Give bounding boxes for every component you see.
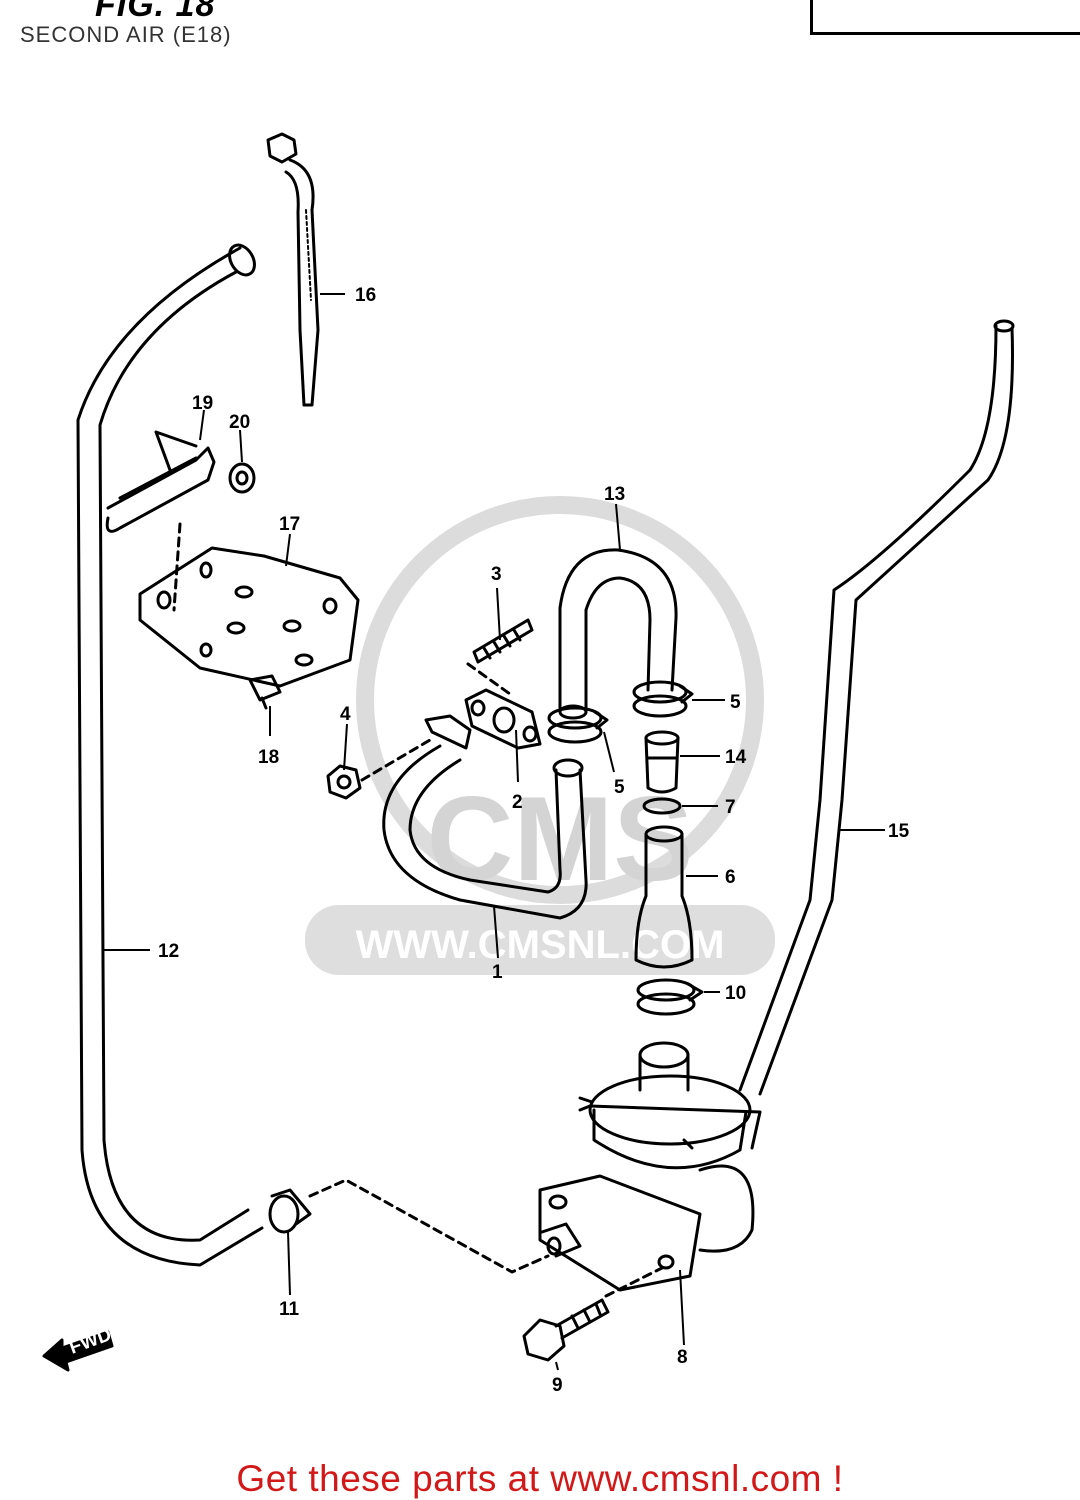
part-5-clamp-upper <box>632 680 694 718</box>
part-17-plate <box>138 522 360 688</box>
callout-14: 14 <box>725 747 747 768</box>
part-13-hose <box>558 548 678 720</box>
part-8-reed-valve <box>538 1041 762 1292</box>
part-6-hose <box>634 825 694 969</box>
part-20-washer <box>228 462 256 494</box>
part-12-hose <box>76 243 264 1267</box>
part-2-gasket <box>464 688 542 750</box>
front-direction-arrow <box>42 1330 114 1372</box>
footer-parts-link[interactable]: Get these parts at www.cmsnl.com ! <box>236 1458 844 1499</box>
part-10-clamp <box>636 978 704 1016</box>
callout-3: 3 <box>491 564 502 585</box>
leader-lines <box>104 293 885 1371</box>
part-7-o-ring <box>642 797 682 815</box>
callout-6: 6 <box>725 867 736 888</box>
diagram-title: SECOND AIR (E18) <box>20 22 232 47</box>
watermark-logo-ring <box>356 496 764 904</box>
callout-17: 17 <box>279 514 300 535</box>
callout-5-upper: 5 <box>730 692 741 713</box>
watermark-url-band <box>305 905 775 975</box>
callout-4: 4 <box>340 704 351 725</box>
callout-1: 1 <box>492 962 503 983</box>
page-corner-frame <box>810 0 1080 35</box>
callout-18: 18 <box>258 747 279 768</box>
part-15-hose <box>738 319 1015 1096</box>
part-1-pipe <box>382 714 588 920</box>
watermark-url-text: WWW.CMSNL.COM <box>356 923 725 967</box>
callout-15: 15 <box>888 821 910 842</box>
part-11-clamp <box>268 1178 550 1274</box>
callout-9: 9 <box>552 1375 563 1396</box>
part-3-stud <box>466 618 534 696</box>
part-19-bracket <box>105 430 216 533</box>
callout-8: 8 <box>677 1347 688 1368</box>
callout-19: 19 <box>192 393 213 414</box>
part-14-fitting <box>644 730 680 794</box>
callout-2: 2 <box>512 792 523 813</box>
callout-13: 13 <box>604 484 625 505</box>
callout-10: 10 <box>725 983 746 1004</box>
part-5-clamp-lower <box>547 706 609 744</box>
callout-labels: 1 2 3 4 5 5 6 7 8 9 10 11 12 13 14 15 16… <box>158 285 910 1396</box>
callout-7: 7 <box>725 797 736 818</box>
callout-5-lower: 5 <box>614 777 625 798</box>
part-18-screw <box>248 674 282 710</box>
callout-11: 11 <box>279 1299 300 1320</box>
callout-12: 12 <box>158 941 179 962</box>
callout-16: 16 <box>355 285 376 306</box>
callout-20: 20 <box>229 412 250 433</box>
part-9-bolt <box>522 1266 664 1362</box>
part-4-nut <box>326 738 432 800</box>
figure-number: FIG. 18 <box>95 0 216 24</box>
part-16-wire-lead <box>266 132 320 407</box>
